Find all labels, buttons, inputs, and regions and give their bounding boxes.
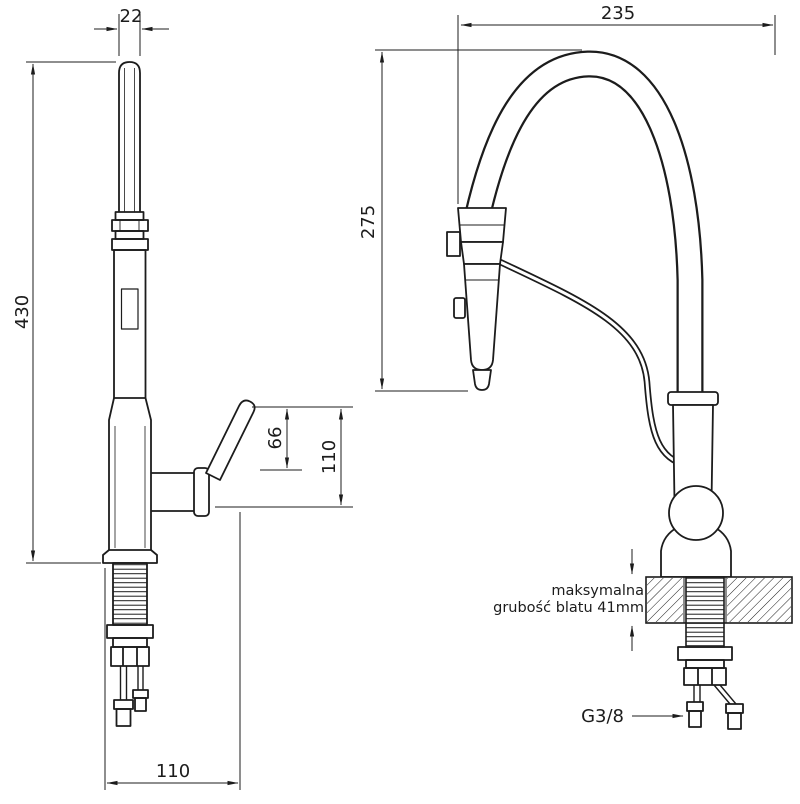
handle-connector — [151, 472, 197, 512]
flexible-hose — [494, 257, 689, 470]
dim-label-base-width: 110 — [156, 761, 190, 782]
dim-label-spout-height: 275 — [358, 205, 379, 239]
hose-fitting — [132, 689, 149, 699]
countertop — [645, 576, 793, 648]
base-flange — [102, 549, 158, 564]
thread-size-label: G3/8 — [581, 706, 624, 727]
hose-fitting-front — [725, 703, 744, 714]
right-faucet-front-view — [446, 50, 732, 578]
spray-nozzle — [472, 369, 492, 391]
spout-pipe — [118, 61, 141, 212]
dim-label-66: 66 — [265, 427, 286, 450]
threaded-shank-front — [685, 576, 725, 648]
handle-lever — [205, 399, 256, 481]
mounting-nut-front — [683, 667, 727, 686]
handle-pivot-cap — [193, 467, 210, 517]
body-window — [120, 288, 139, 330]
hose-fitting-front — [686, 701, 704, 712]
counter-note-line2: grubość blatu 41mm — [493, 600, 644, 616]
right-view-dimensions — [375, 15, 776, 719]
mounting-nut — [110, 646, 150, 667]
hose-fitting — [113, 699, 134, 710]
threaded-shank — [112, 562, 148, 626]
dim-label-spout-width: 22 — [120, 6, 143, 27]
dim-label-spout-reach: 235 — [601, 3, 635, 24]
mixer-ball — [668, 485, 724, 541]
left-faucet-side-view — [102, 61, 256, 727]
spray-clip — [446, 231, 461, 257]
spray-button — [453, 297, 466, 319]
dim-label-total-height: 430 — [12, 295, 33, 329]
mounting-bracket — [106, 624, 154, 639]
dim-label-110-side: 110 — [319, 440, 340, 474]
left-view-dimensions — [26, 14, 353, 790]
faucet-body-upper — [113, 249, 147, 399]
mounting-bracket-front — [677, 646, 733, 661]
counter-note-line1: maksymalna — [551, 583, 644, 599]
faucet-body-lower — [108, 397, 152, 551]
right-under-counter — [677, 646, 744, 730]
spout-collar — [114, 211, 145, 221]
body-collar — [667, 391, 719, 406]
